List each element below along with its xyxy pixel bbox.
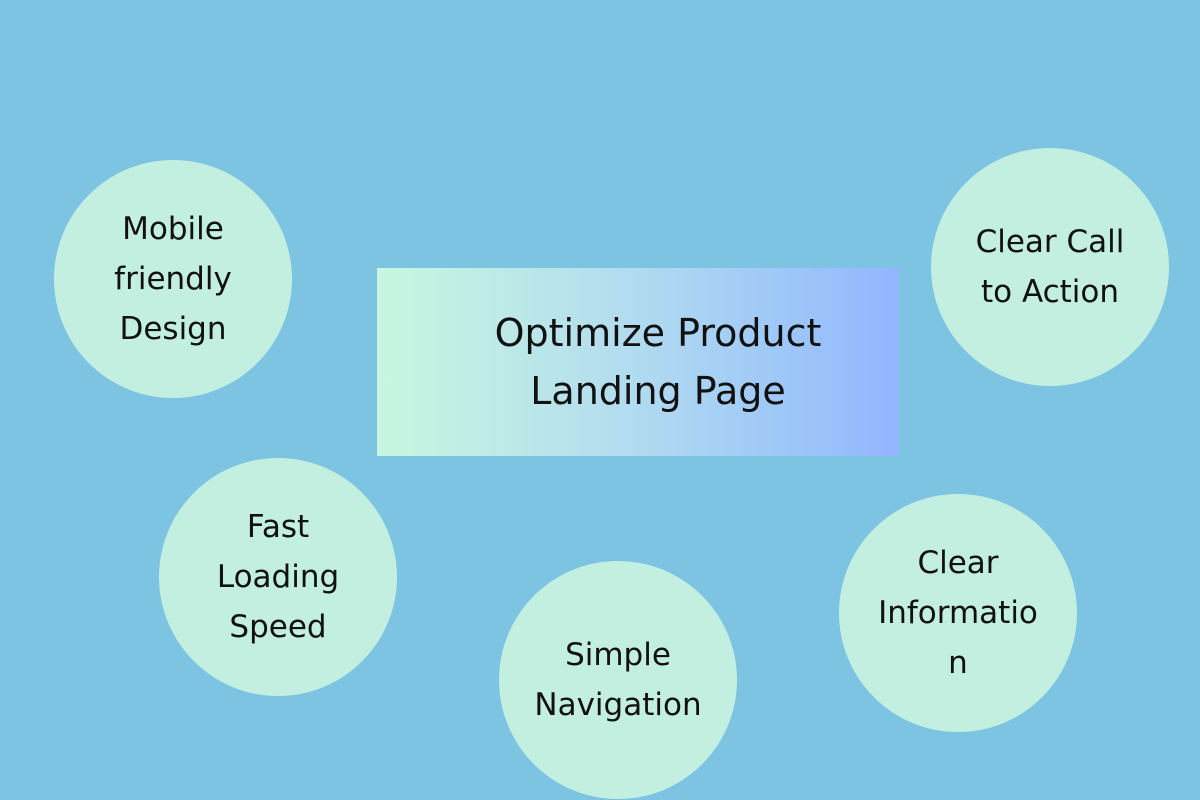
node-clear-information: Clear Informatio n — [839, 494, 1077, 732]
node-label-line: n — [948, 645, 968, 681]
node-label-line: to Action — [980, 274, 1120, 310]
central-topic-line-1: Optimize Product — [494, 311, 822, 355]
node-label-line: Clear — [917, 545, 999, 581]
node-label-line: Loading — [216, 559, 340, 595]
central-topic-box: Optimize Product Landing Page — [377, 268, 899, 456]
node-label: Fast Loading Speed — [183, 502, 373, 652]
node-label-line: Simple — [565, 637, 671, 673]
node-label: Mobile friendly Design — [78, 204, 268, 354]
central-topic-line-2: Landing Page — [530, 369, 786, 413]
node-mobile-friendly-design: Mobile friendly Design — [54, 160, 292, 398]
node-label-line: Speed — [229, 609, 327, 645]
node-label-line: Clear Call — [975, 224, 1125, 260]
node-simple-navigation: Simple Navigation — [499, 561, 737, 799]
node-clear-call-to-action: Clear Call to Action — [931, 148, 1169, 386]
node-label: Simple Navigation — [518, 630, 718, 730]
node-fast-loading-speed: Fast Loading Speed — [159, 458, 397, 696]
node-label-line: Navigation — [534, 687, 702, 723]
node-label-line: Informatio — [878, 595, 1038, 631]
node-label-line: friendly — [114, 261, 232, 297]
node-label-line: Fast — [246, 509, 310, 545]
node-label-line: Design — [119, 311, 227, 347]
central-topic-title: Optimize Product Landing Page — [458, 304, 858, 420]
node-label: Clear Call to Action — [955, 217, 1145, 317]
node-label-line: Mobile — [122, 211, 224, 247]
node-label: Clear Informatio n — [858, 538, 1058, 688]
